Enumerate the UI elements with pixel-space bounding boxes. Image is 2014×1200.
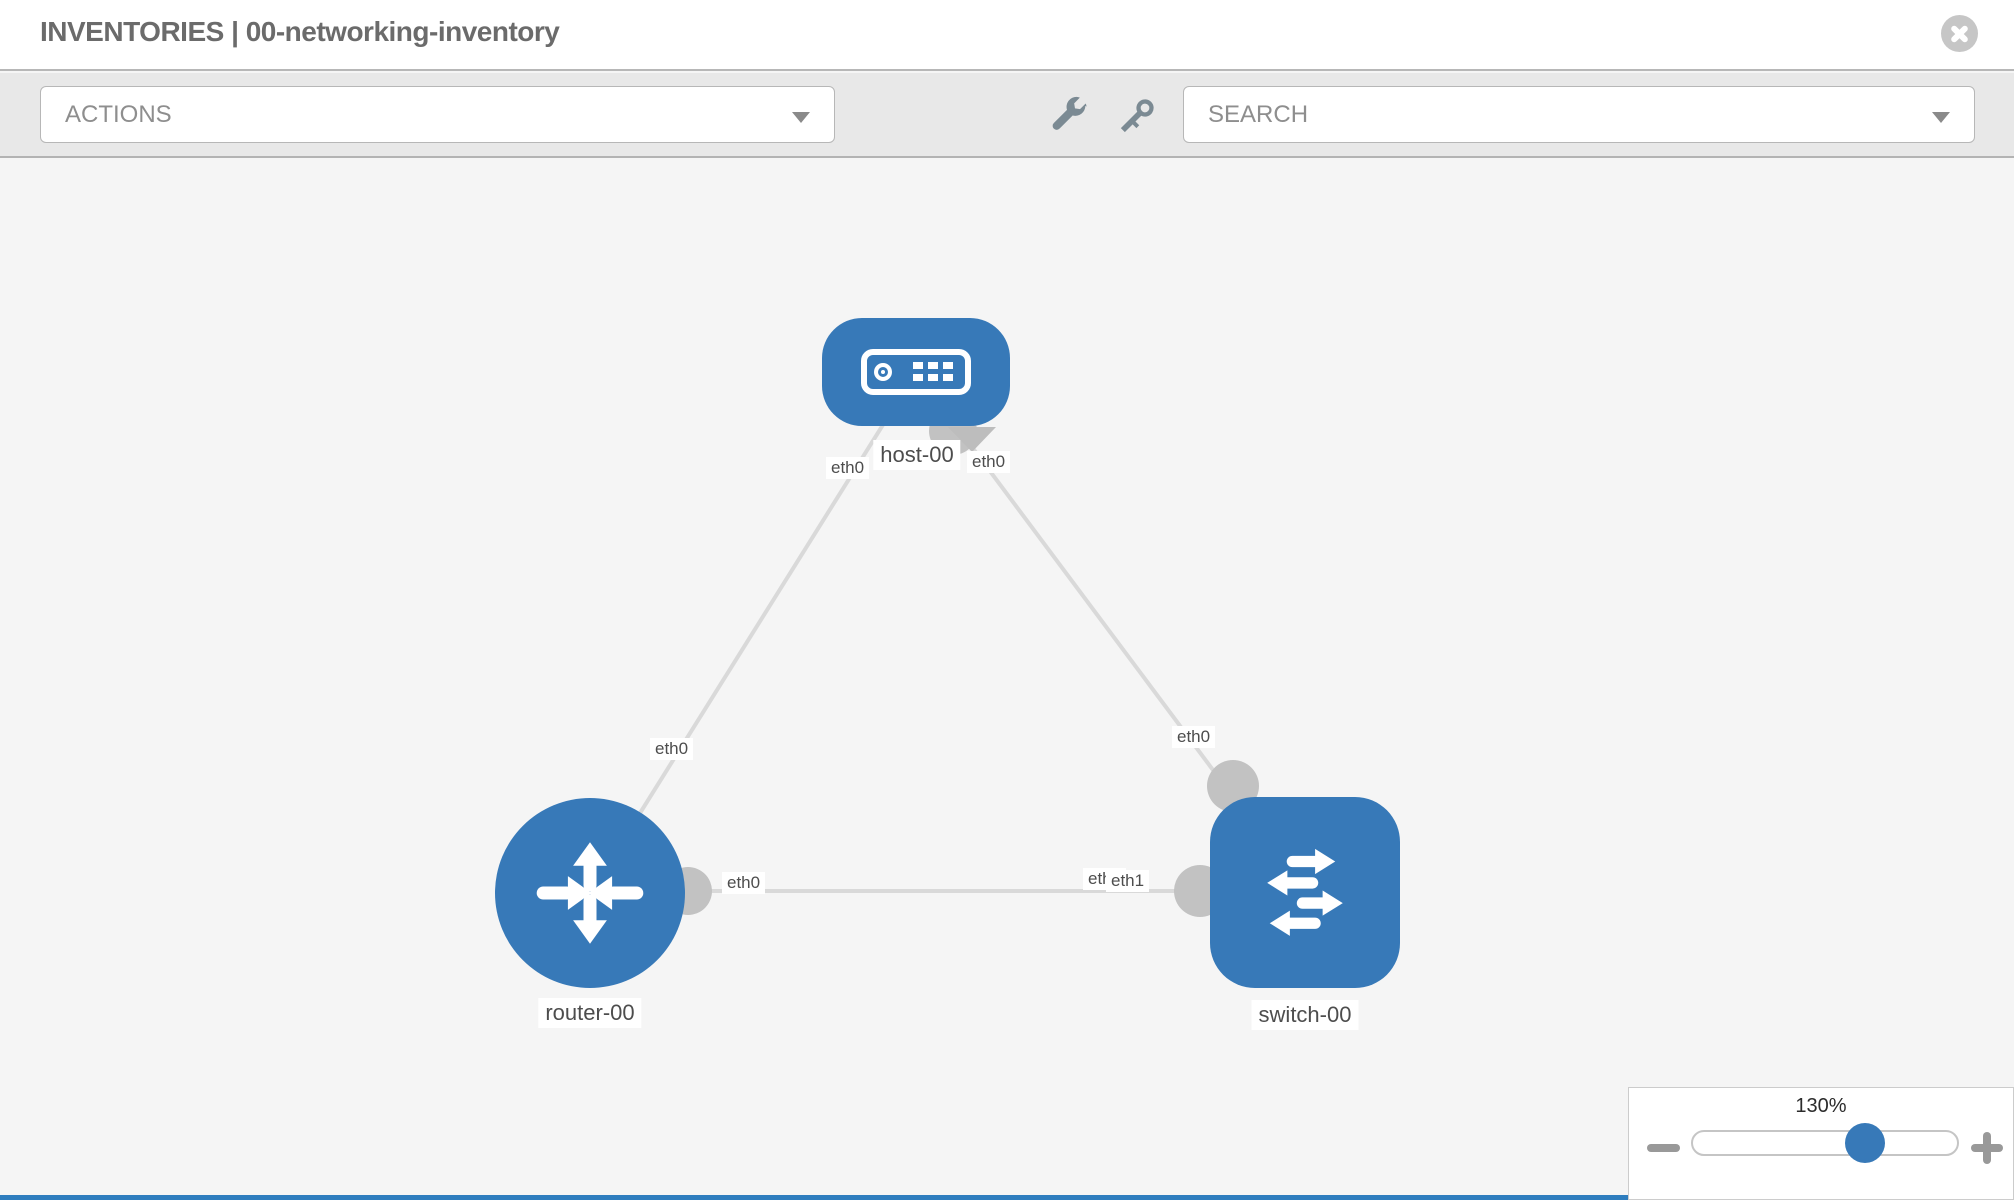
search-dropdown-label: SEARCH — [1208, 100, 1309, 128]
interface-label-host-right: eth0 — [967, 451, 1011, 473]
actions-dropdown-label: ACTIONS — [65, 100, 172, 128]
bottom-accent-bar — [0, 1195, 1628, 1200]
actions-dropdown[interactable]: ACTIONS — [40, 86, 835, 143]
interface-label-router-host-link: eth0 — [650, 738, 694, 760]
plus-icon-bar — [1983, 1132, 1991, 1164]
node-label-host[interactable]: host-00 — [873, 440, 961, 470]
interface-label-host-left: eth0 — [826, 457, 870, 479]
chevron-down-icon — [792, 112, 810, 123]
zoom-out-minus-icon[interactable] — [1647, 1144, 1680, 1152]
host-icon — [861, 349, 971, 395]
router-icon — [536, 842, 644, 944]
chevron-down-icon — [1932, 112, 1950, 123]
node-label-router[interactable]: router-00 — [538, 998, 642, 1028]
node-switch-00[interactable] — [1210, 797, 1400, 988]
interface-label-switch-host-link: eth0 — [1172, 726, 1216, 748]
interface-label-switch-router-link-front: eth1 — [1106, 870, 1150, 892]
key-icon[interactable] — [1117, 96, 1157, 136]
zoom-control-panel: 130% — [1628, 1087, 2014, 1200]
zoom-slider[interactable] — [1691, 1123, 1959, 1163]
header: INVENTORIES | 00-networking-inventory — [0, 0, 2014, 71]
zoom-in-plus-icon[interactable] — [1971, 1132, 2003, 1164]
zoom-slider-thumb[interactable] — [1845, 1123, 1885, 1163]
wrench-icon[interactable] — [1048, 96, 1088, 136]
node-label-switch[interactable]: switch-00 — [1251, 1000, 1359, 1030]
topology-canvas[interactable]: host-00 router-00 switch-00 eth0 eth0 et… — [0, 160, 2014, 1200]
zoom-level-value: 130% — [1795, 1095, 1847, 1117]
node-host-00[interactable] — [822, 318, 1010, 426]
switch-icon — [1267, 848, 1343, 936]
link-arrow-icon — [948, 427, 996, 452]
search-dropdown[interactable]: SEARCH — [1183, 86, 1975, 143]
close-icon[interactable] — [1941, 15, 1978, 52]
toolbar: ACTIONS SEARCH — [0, 73, 2014, 158]
node-router-00[interactable] — [495, 798, 685, 988]
page-title: INVENTORIES | 00-networking-inventory — [40, 16, 560, 47]
interface-label-router-switch-link: eth0 — [722, 872, 766, 894]
topology-links-layer — [588, 370, 1306, 917]
